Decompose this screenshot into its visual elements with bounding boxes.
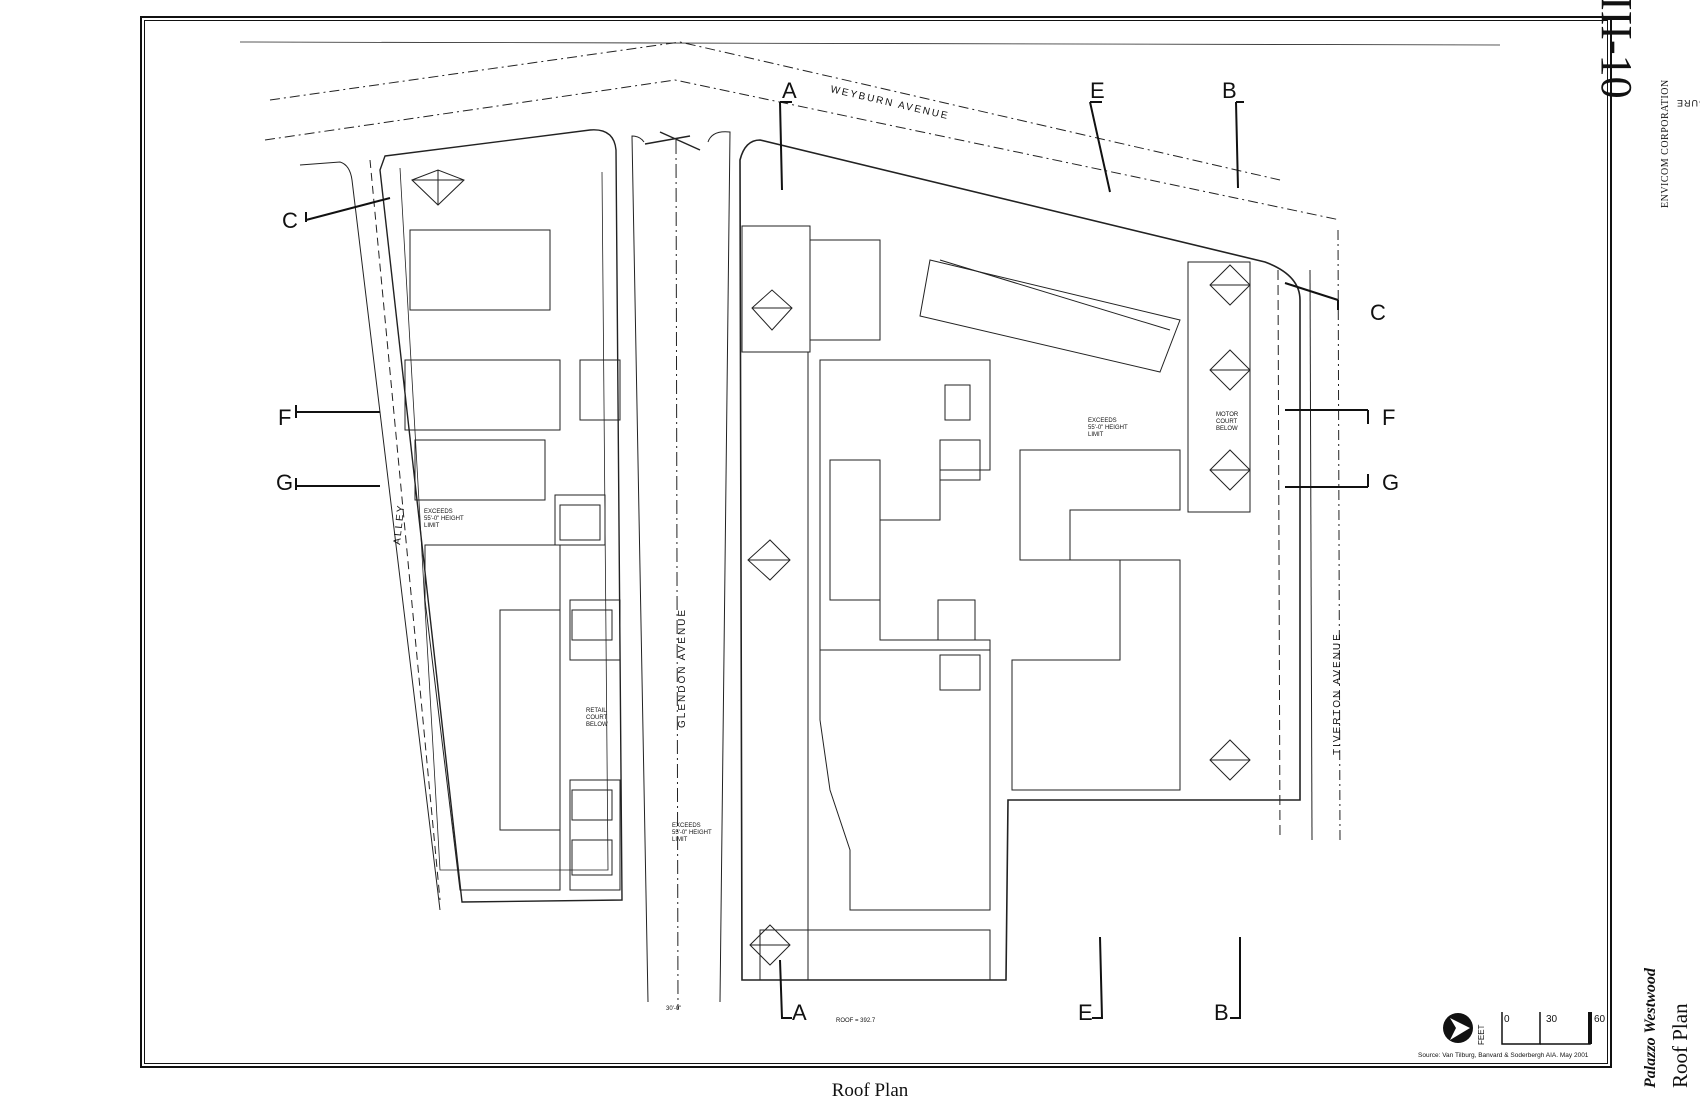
section-label-b-bottom: B (1214, 1000, 1229, 1025)
note-retail-3: BELOW (586, 722, 608, 728)
note-exceeds-east-2: 55'-0" HEIGHT (1088, 425, 1128, 431)
glendon-curb (631, 135, 649, 1003)
roof-section (819, 359, 991, 651)
section-label-g-left: G (276, 470, 293, 495)
roof-section (819, 649, 991, 911)
note-retail-1: RETAIL (586, 708, 607, 714)
street-label-glendon: GLENDON AVENUE (677, 608, 688, 728)
section-label-b-top: B (1222, 78, 1237, 103)
roof-section (569, 779, 621, 891)
section-label-f-right: F (1382, 405, 1395, 430)
section-label-c-right: C (1370, 300, 1386, 325)
section-label-c-left: C (282, 208, 298, 233)
roof-section (554, 494, 606, 546)
note-roof-elevation: ROOF = 392.7 (836, 1018, 876, 1024)
note-exceeds-east-3: LIMIT (1088, 432, 1104, 438)
section-label-f-left: F (278, 405, 291, 430)
note-exceeds-east-1: EXCEEDS (1088, 418, 1117, 424)
crosswalk (659, 131, 701, 151)
sheet-title: Roof Plan (1668, 1003, 1692, 1088)
note-exceeds-glendon-1: EXCEEDS (672, 823, 701, 829)
plan-notes: EXCEEDS 55'-0" HEIGHT LIMIT EXCEEDS 55'-… (424, 412, 1239, 1024)
hip-roofs (411, 169, 1251, 966)
roof-section (1187, 261, 1251, 513)
scale-unit: FEET (1477, 1024, 1486, 1045)
section-label-e-bottom: E (1078, 1000, 1093, 1025)
roof-section (829, 459, 881, 601)
street-label-tiverton: TIVERTON AVENUE (1332, 632, 1343, 755)
note-exceeds-west-2: 55'-0" HEIGHT (424, 516, 464, 522)
note-exceeds-west-1: EXCEEDS (424, 509, 453, 515)
firm-logo-text: ENVICOM CORPORATION (1660, 79, 1671, 208)
note-motor-2: COURT (1216, 419, 1238, 425)
section-label-a-top: A (782, 78, 797, 103)
note-street-width: 30'-0" (666, 1006, 681, 1012)
glendon-curb (707, 131, 731, 1003)
roof-section (809, 239, 881, 341)
scale-labels: FEET 0 30 60 (1477, 1014, 1606, 1045)
alley-curb (299, 161, 441, 911)
section-label-a-bottom: A (792, 1000, 807, 1025)
scale-tick-0: 0 (1504, 1014, 1510, 1025)
street-label-alley: ALLEY (392, 503, 407, 545)
note-exceeds-glendon-3: LIMIT (672, 837, 688, 843)
note-motor-3: BELOW (1216, 426, 1238, 432)
roof-section (759, 929, 991, 981)
roof-section (424, 544, 561, 891)
tiverton-line (1277, 269, 1281, 841)
section-label-g-right: G (1382, 470, 1399, 495)
roof-section (409, 229, 551, 311)
roof-section (569, 599, 621, 661)
centerline (264, 79, 1341, 221)
drawing-border-inner (144, 20, 1608, 1064)
property-line (239, 41, 1501, 46)
section-markers (295, 101, 1369, 1019)
note-motor-1: MOTOR (1216, 412, 1239, 418)
figure-caption: Roof Plan (831, 1080, 909, 1101)
roof-section (414, 439, 546, 501)
tiverton-curb (1309, 269, 1313, 841)
west-block (379, 129, 623, 903)
section-labels: A E B C C F F G G A E B (276, 78, 1399, 1025)
roof-section (919, 259, 1181, 373)
roof-section (741, 225, 811, 353)
glendon-centerline (675, 139, 679, 1011)
ridge-line (939, 259, 1171, 331)
crosswalk (644, 135, 691, 145)
tiverton-centerline (1337, 229, 1341, 841)
north-arrow-icon (1443, 1013, 1473, 1043)
east-block (739, 139, 1301, 981)
source-credit: Source: Van Tilburg, Banvard & Soderberg… (1418, 1052, 1589, 1059)
note-exceeds-west-3: LIMIT (424, 523, 440, 529)
alley-centerline (369, 159, 441, 901)
roof-section (579, 359, 621, 421)
section-label-e-top: E (1090, 78, 1105, 103)
scale-tick-60: 60 (1594, 1014, 1606, 1025)
note-retail-2: COURT (586, 715, 608, 721)
scale-bar (1501, 1012, 1592, 1045)
roof-section (742, 351, 809, 980)
roof-section (499, 609, 561, 831)
note-exceeds-glendon-2: 55'-0" HEIGHT (672, 830, 712, 836)
roof-section (404, 359, 561, 431)
centerline (269, 41, 1281, 181)
scale-tick-30: 30 (1546, 1014, 1558, 1025)
project-title: Palazzo Westwood (1642, 968, 1659, 1088)
figure-label: FIGURE (1676, 98, 1700, 108)
roof-section (1011, 449, 1181, 791)
figure-number: III-10 (1592, 0, 1641, 99)
drawing-border (140, 16, 1612, 1068)
